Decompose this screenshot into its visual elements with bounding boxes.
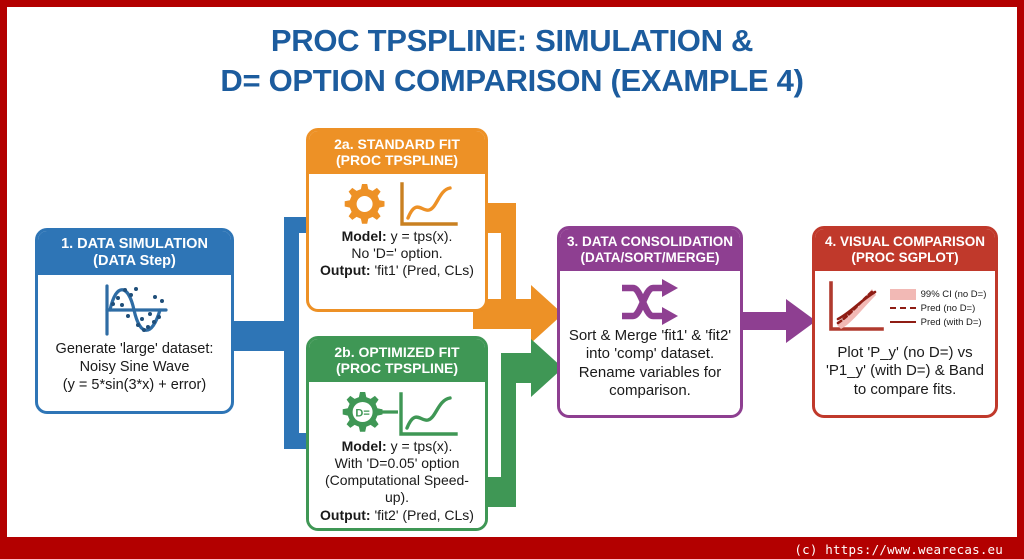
step-2a-header: 2a. STANDARD FIT (PROC TPSPLINE): [309, 131, 485, 175]
step-2b-text-line-1: Model: y = tps(x).: [315, 438, 479, 455]
step-2a-model-value: y = tps(x).: [386, 228, 453, 245]
legend-label-pred-with-d: Pred (with D=): [920, 316, 982, 328]
step-2b-header: 2b. OPTIMIZED FIT (PROC TPSPLINE): [309, 339, 485, 383]
step-4-text-line-3: to compare fits.: [853, 380, 957, 398]
step-2a-text-line-1: Model: y = tps(x).: [315, 228, 479, 245]
page-title-line-1: PROC TPSPLINE: SIMULATION &: [270, 23, 754, 58]
page-title: PROC TPSPLINE: SIMULATION & D= OPTION CO…: [7, 21, 1017, 101]
step-3-text-line-1: Sort & Merge 'fit1' & 'fit2': [568, 327, 732, 345]
step-box-data-consolidation[interactable]: 3. DATA CONSOLIDATION (DATA/SORT/MERGE) …: [557, 226, 743, 418]
arrow-optimizedfit-to-consolidation: [473, 339, 563, 507]
step-1-text-line-1: Generate 'large' dataset:: [55, 341, 214, 358]
step-3-header-line-2: (DATA/SORT/MERGE): [580, 249, 720, 265]
step-box-standard-fit[interactable]: 2a. STANDARD FIT (PROC TPSPLINE) Model: …: [306, 128, 488, 312]
step-2a-model-label: Model:: [341, 228, 387, 245]
step-4-header-line-2: (PROC SGPLOT): [851, 249, 959, 265]
step-3-text-line-2: into 'comp' dataset.: [585, 345, 715, 363]
step-2b-text-line-3: (Computational Speed-up).: [325, 472, 469, 506]
step-3-text-line-3: Rename variables for: [578, 363, 722, 381]
step-3-header: 3. DATA CONSOLIDATION (DATA/SORT/MERGE): [560, 229, 740, 272]
shuffle-icon: [566, 277, 734, 327]
step-2b-body: D= Model: y = tps(x). With 'D=0.05' opti…: [309, 382, 485, 528]
watermark-bar: [7, 537, 1017, 559]
legend-item-pred-no-d: Pred (no D=): [889, 302, 987, 314]
step-2a-output-value: 'fit1' (Pred, CLs): [370, 262, 474, 279]
legend-swatch-band-icon: [889, 288, 916, 300]
step-2b-output-label: Output:: [320, 506, 371, 523]
step-3-text-line-4: comparison.: [609, 381, 691, 399]
step-4-body: 99% CI (no D=) Pred (no D=) Pred (with D…: [815, 271, 995, 407]
arrow-standardfit-to-consolidation: [473, 203, 563, 343]
step-4-text-line-1: Plot 'P_y' (no D=) vs: [837, 344, 973, 362]
arrow-consolidation-to-comparison: [738, 299, 816, 343]
legend-swatch-solid-line-icon: [889, 321, 916, 324]
legend-swatch-dashed-line-icon: [889, 307, 916, 310]
gear-d-equals-and-curve-chart-icon: D=: [315, 388, 479, 438]
step-box-data-simulation[interactable]: 1. DATA SIMULATION (DATA Step): [35, 228, 234, 414]
legend-item-ci: 99% CI (no D=): [889, 288, 987, 300]
step-1-text-line-3: (y = 5*sin(3*x) + error): [62, 376, 207, 393]
step-1-text-line-2: Noisy Sine Wave: [79, 359, 190, 376]
step-3-body: Sort & Merge 'fit1' & 'fit2' into 'comp'…: [560, 271, 740, 409]
plot-legend: 99% CI (no D=) Pred (no D=) Pred (with D…: [889, 288, 987, 331]
step-4-text: Plot 'P_y' (no D=) vs 'P1_y' (with D=) &…: [821, 344, 989, 399]
step-4-header: 4. VISUAL COMPARISON (PROC SGPLOT): [815, 229, 995, 272]
watermark-text: (c) https://www.wearecas.eu: [794, 542, 1003, 557]
step-2b-model-label: Model:: [341, 438, 387, 455]
step-3-text: Sort & Merge 'fit1' & 'fit2' into 'comp'…: [566, 327, 734, 400]
step-2b-header-line-1: 2b. OPTIMIZED FIT: [334, 344, 460, 360]
step-2b-output-value: 'fit2' (Pred, CLs): [370, 506, 474, 523]
step-2b-model-value: y = tps(x).: [386, 438, 453, 455]
gear-d-equals-label: D=: [355, 408, 369, 420]
step-4-header-line-1: 4. VISUAL COMPARISON: [824, 234, 986, 249]
step-box-visual-comparison[interactable]: 4. VISUAL COMPARISON (PROC SGPLOT): [812, 226, 998, 418]
step-2a-text-line-2: No 'D=' option.: [351, 245, 443, 262]
step-1-header-line-2: (DATA Step): [93, 252, 176, 269]
step-2b-text: Model: y = tps(x). With 'D=0.05' option …: [315, 438, 479, 523]
legend-label-ci: 99% CI (no D=): [920, 288, 987, 300]
step-3-header-line-1: 3. DATA CONSOLIDATION: [567, 234, 733, 249]
step-1-header: 1. DATA SIMULATION (DATA Step): [38, 231, 231, 276]
confidence-band-plot-icon: [824, 279, 886, 340]
step-2a-text-line-3: Output: 'fit1' (Pred, CLs): [315, 262, 479, 279]
step-2a-header-line-1: 2a. STANDARD FIT: [334, 136, 460, 152]
step-2a-body: Model: y = tps(x). No 'D=' option. Outpu…: [309, 174, 485, 288]
step-2b-text-line-2: With 'D=0.05' option: [334, 455, 460, 472]
step-1-body: Generate 'large' dataset: Noisy Sine Wav…: [38, 275, 231, 403]
legend-label-pred-no-d: Pred (no D=): [920, 302, 976, 314]
noisy-sine-wave-icon: [44, 281, 225, 339]
step-2a-header-line-2: (PROC TPSPLINE): [335, 152, 459, 169]
step-4-text-line-2: 'P1_y' (with D=) & Band: [826, 362, 984, 380]
gear-and-curve-chart-icon: [315, 180, 479, 228]
step-2a-text: Model: y = tps(x). No 'D=' option. Outpu…: [315, 228, 479, 279]
step-2b-header-line-2: (PROC TPSPLINE): [335, 360, 459, 377]
arrow-split-sim-to-fits: [229, 203, 329, 463]
step-1-text: Generate 'large' dataset: Noisy Sine Wav…: [44, 339, 225, 394]
step-1-header-line-1: 1. DATA SIMULATION: [61, 236, 208, 252]
step-2b-text-line-4: Output: 'fit2' (Pred, CLs): [315, 507, 479, 524]
page-title-line-2: D= OPTION COMPARISON (EXAMPLE 4): [220, 63, 804, 98]
legend-item-pred-with-d: Pred (with D=): [889, 316, 987, 328]
step-box-optimized-fit[interactable]: 2b. OPTIMIZED FIT (PROC TPSPLINE) D=: [306, 336, 488, 531]
step-2a-output-label: Output:: [320, 262, 371, 279]
